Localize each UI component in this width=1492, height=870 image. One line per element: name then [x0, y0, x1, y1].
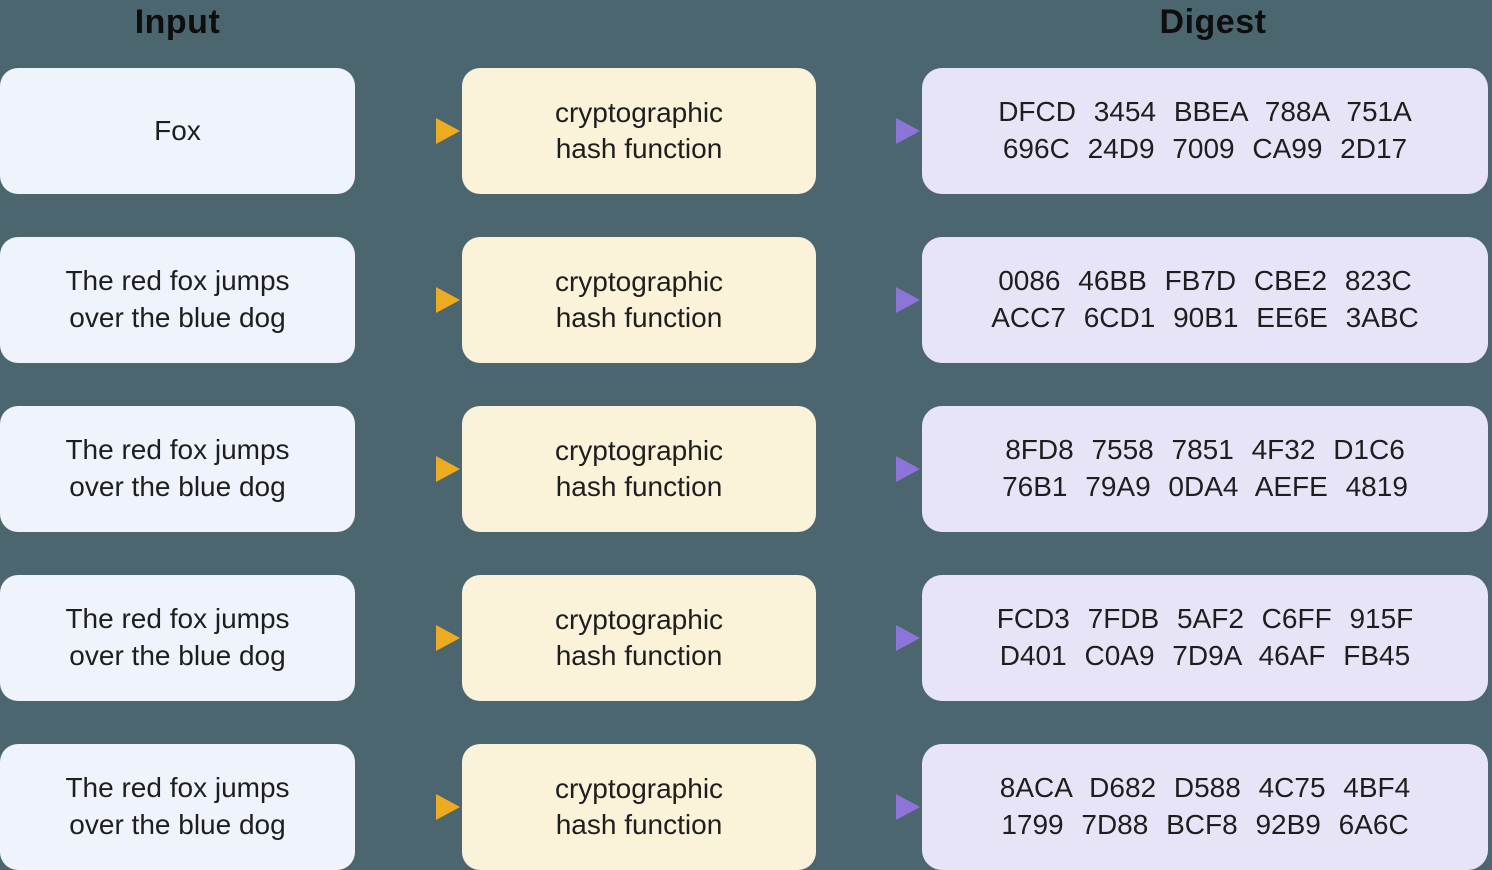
input-to-hash-arrow-icon — [359, 287, 460, 313]
digest-box: FCD3 7FDB 5AF2 C6FF 915F D401 C0A9 7D9A … — [922, 575, 1488, 701]
hash-function-box: cryptographic hash function — [462, 575, 816, 701]
input-box: The red fox jumps over the blue dog — [0, 744, 355, 870]
input-to-hash-arrow-icon — [359, 456, 460, 482]
input-text: The red fox jumps over the blue dog — [65, 434, 290, 502]
hash-function-label-line1: cryptographic — [554, 772, 724, 804]
hash-function-box: cryptographic hash function — [462, 68, 816, 194]
hash-function-label-line2: hash function — [555, 133, 723, 164]
diagram-row: The red fox jumps over the blue dog cryp… — [0, 237, 1492, 363]
digest-line2: 76B1 79A9 0DA4 AEFE 4819 — [1002, 471, 1408, 502]
digest-box: 8ACA D682 D588 4C75 4BF4 1799 7D88 BCF8 … — [922, 744, 1488, 870]
input-text: The red fox jumps over the blue dog — [65, 603, 290, 671]
diagram-row: The red fox jumps over the blue dog cryp… — [0, 575, 1492, 701]
hash-to-digest-arrow-icon — [819, 794, 920, 820]
input-to-hash-arrow-icon — [359, 625, 460, 651]
hash-to-digest-arrow-icon — [819, 625, 920, 651]
digest-line1: 0086 46BB FB7D CBE2 823C — [998, 265, 1412, 297]
hash-to-digest-arrow-icon — [819, 118, 920, 144]
digest-line2: 1799 7D88 BCF8 92B9 6A6C — [1001, 809, 1409, 840]
input-to-hash-arrow-icon — [359, 794, 460, 820]
input-text: Fox — [154, 114, 201, 146]
input-text: The red fox jumps over the blue dog — [65, 265, 290, 333]
digest-line1: 8FD8 7558 7851 4F32 D1C6 — [1005, 434, 1405, 466]
digest-line2: ACC7 6CD1 90B1 EE6E 3ABC — [991, 302, 1419, 333]
digest-line1: 8ACA D682 D588 4C75 4BF4 — [999, 772, 1411, 804]
input-box: The red fox jumps over the blue dog — [0, 406, 355, 532]
hash-function-label-line2: hash function — [555, 640, 723, 671]
digest-box: 8FD8 7558 7851 4F32 D1C6 76B1 79A9 0DA4 … — [922, 406, 1488, 532]
hash-function-box: cryptographic hash function — [462, 406, 816, 532]
hash-function-label-line1: cryptographic — [554, 603, 724, 635]
hash-function-label-line2: hash function — [555, 809, 723, 840]
digest-line1: FCD3 7FDB 5AF2 C6FF 915F — [996, 603, 1414, 635]
digest-line2: 696C 24D9 7009 CA99 2D17 — [1002, 133, 1408, 164]
hash-to-digest-arrow-icon — [819, 456, 920, 482]
hash-function-label-line2: hash function — [555, 471, 723, 502]
hash-function-label-line1: cryptographic — [554, 96, 724, 128]
diagram-row: The red fox jumps over the blue dog cryp… — [0, 744, 1492, 870]
input-box: The red fox jumps over the blue dog — [0, 575, 355, 701]
hash-to-digest-arrow-icon — [819, 287, 920, 313]
hash-function-box: cryptographic hash function — [462, 237, 816, 363]
hash-function-label-line1: cryptographic — [554, 434, 724, 466]
hash-function-box: cryptographic hash function — [462, 744, 816, 870]
input-column-header: Input — [134, 3, 221, 41]
digest-box: DFCD 3454 BBEA 788A 751A 696C 24D9 7009 … — [922, 68, 1488, 194]
diagram-row: The red fox jumps over the blue dog cryp… — [0, 406, 1492, 532]
digest-line1: DFCD 3454 BBEA 788A 751A — [998, 96, 1412, 128]
hash-function-label-line2: hash function — [555, 302, 723, 333]
input-to-hash-arrow-icon — [359, 118, 460, 144]
input-text: The red fox jumps over the blue dog — [65, 772, 290, 840]
diagram-row: Fox cryptographic hash function DFCD 345… — [0, 68, 1492, 194]
digest-box: 0086 46BB FB7D CBE2 823C ACC7 6CD1 90B1 … — [922, 237, 1488, 363]
digest-line2: D401 C0A9 7D9A 46AF FB45 — [999, 640, 1411, 671]
digest-column-header: Digest — [1159, 3, 1267, 41]
hash-function-label-line1: cryptographic — [554, 265, 724, 297]
input-box: Fox — [0, 68, 355, 194]
input-box: The red fox jumps over the blue dog — [0, 237, 355, 363]
